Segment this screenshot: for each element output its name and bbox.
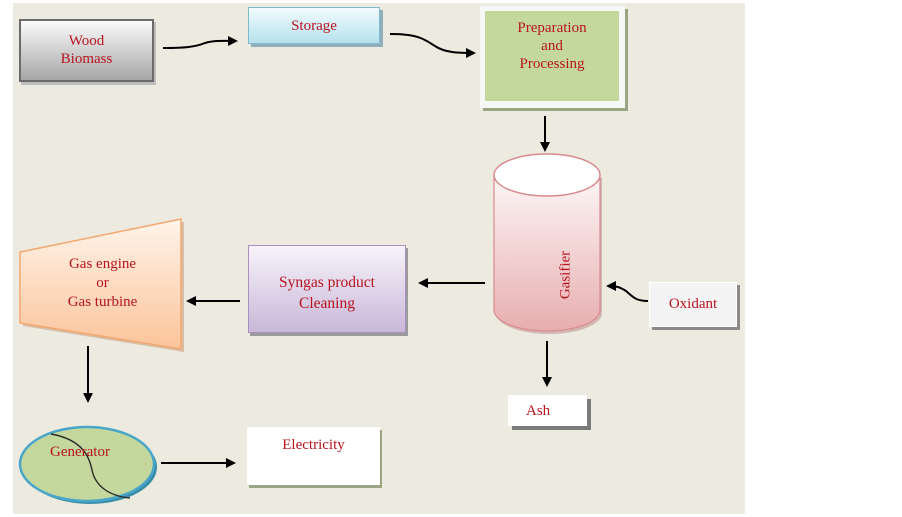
gas-engine-label-line2: or [96, 275, 109, 291]
generator-shape [18, 425, 157, 504]
node-ash: Ash [508, 395, 587, 426]
gas-engine-shape [19, 218, 184, 352]
preparation-label-line2: and [541, 38, 563, 54]
node-electricity: Electricity [247, 427, 380, 485]
node-wood-biomass: Wood Biomass [19, 19, 154, 82]
node-gas-engine: Gas engine or Gas turbine [30, 255, 175, 312]
node-preparation-processing: Preparation and Processing [485, 11, 619, 101]
oxidant-label: Oxidant [668, 296, 718, 312]
node-oxidant: Oxidant [649, 282, 737, 327]
gas-engine-label-line3: Gas turbine [67, 294, 138, 310]
node-storage: Storage [248, 7, 380, 44]
preparation-label-line3: Processing [519, 56, 585, 72]
storage-label: Storage [291, 18, 337, 34]
gasifier-label: Gasifier [557, 250, 574, 300]
generator-label: Generator [50, 444, 110, 460]
wood-biomass-label-line1: Wood [68, 33, 105, 49]
preparation-label-line1: Preparation [517, 20, 587, 36]
wood-biomass-label-line2: Biomass [60, 51, 113, 67]
arrow-storage-to-preparation [389, 33, 476, 58]
arrow-oxidant-to-gasifier [606, 281, 649, 302]
gas-engine-label-line1: Gas engine [68, 256, 137, 272]
gasifier-cylinder [493, 153, 602, 334]
syngas-label-line2: Cleaning [299, 295, 355, 312]
electricity-label: Electricity [282, 437, 345, 453]
node-syngas-cleaning: Syngas product Cleaning [248, 245, 406, 333]
ash-label: Ash [526, 403, 551, 419]
arrow-wood-to-storage [162, 35, 238, 49]
syngas-label-line1: Syngas product [278, 274, 375, 291]
